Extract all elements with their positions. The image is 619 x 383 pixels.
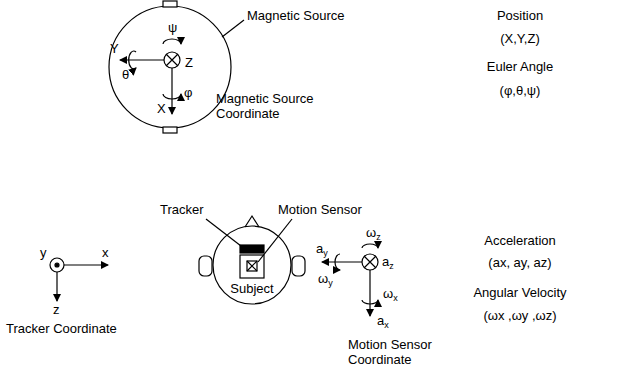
part-name: Subject [212,282,292,297]
omega-x-arc [362,300,378,304]
angle-label: θ [122,68,129,83]
tracker [240,245,264,253]
leader-line [206,219,241,246]
nose [245,216,259,227]
right-ear [292,256,305,276]
output-values: (ax, ay, az) [440,256,600,271]
ay-axis [322,261,362,262]
output-values: (X,Y,Z) [440,32,600,47]
axis-label: x [102,246,109,261]
y-axis-out [50,258,64,272]
angle-label: φ [184,86,192,101]
coordinate-caption: Tracker Coordinate [6,322,136,337]
theta-arc [129,51,136,69]
axis-label: Y [110,42,119,57]
y-axis [120,59,164,60]
omega-z-arc [362,244,378,248]
output-heading: Angular Velocity [440,286,600,301]
coordinate-caption: Magnetic Source Coordinate [216,92,321,122]
output-heading: Position [440,9,600,24]
output-heading: Euler Angle [440,60,600,75]
sensor-mark [247,261,257,271]
z-cross [166,54,178,66]
phi-arc [163,94,181,99]
angle-label: ωy [318,272,333,288]
x-axis [171,68,172,114]
x-axis [64,264,108,265]
omega-y-arc [335,254,340,270]
output-heading: Acceleration [440,234,600,249]
leader-line [258,219,292,262]
z-axis [56,272,57,301]
axis-label: ax [377,314,389,330]
axis-label: Z [185,56,193,71]
y-dot [55,263,59,267]
axis-label: az [382,255,394,271]
ax-axis [369,270,370,316]
axis-label: ay [316,242,328,258]
subject-head: Subject [212,225,292,305]
angle-label: ωz [366,226,381,242]
coordinate-caption: Motion Sensor Coordinate [348,338,443,368]
sensor-mark-cross [247,261,257,271]
axis-label: X [157,102,166,117]
part-name: Motion Sensor [278,203,362,218]
leader-line [222,20,244,37]
psi-arc [163,39,181,44]
axis-label: z [53,303,60,318]
angle-label: ωx [383,287,398,303]
z-axis-into [164,52,180,68]
az-axis [362,254,378,270]
part-name: Tracker [160,203,204,218]
az-cross [364,256,376,268]
output-values: (φ,θ,ψ) [440,84,600,99]
axis-label: y [40,246,47,261]
left-ear [199,256,212,276]
angle-label: ψ [168,21,177,36]
output-values: (ωx ,ωy ,ωz) [440,309,600,324]
part-name: Magnetic Source [247,9,345,24]
